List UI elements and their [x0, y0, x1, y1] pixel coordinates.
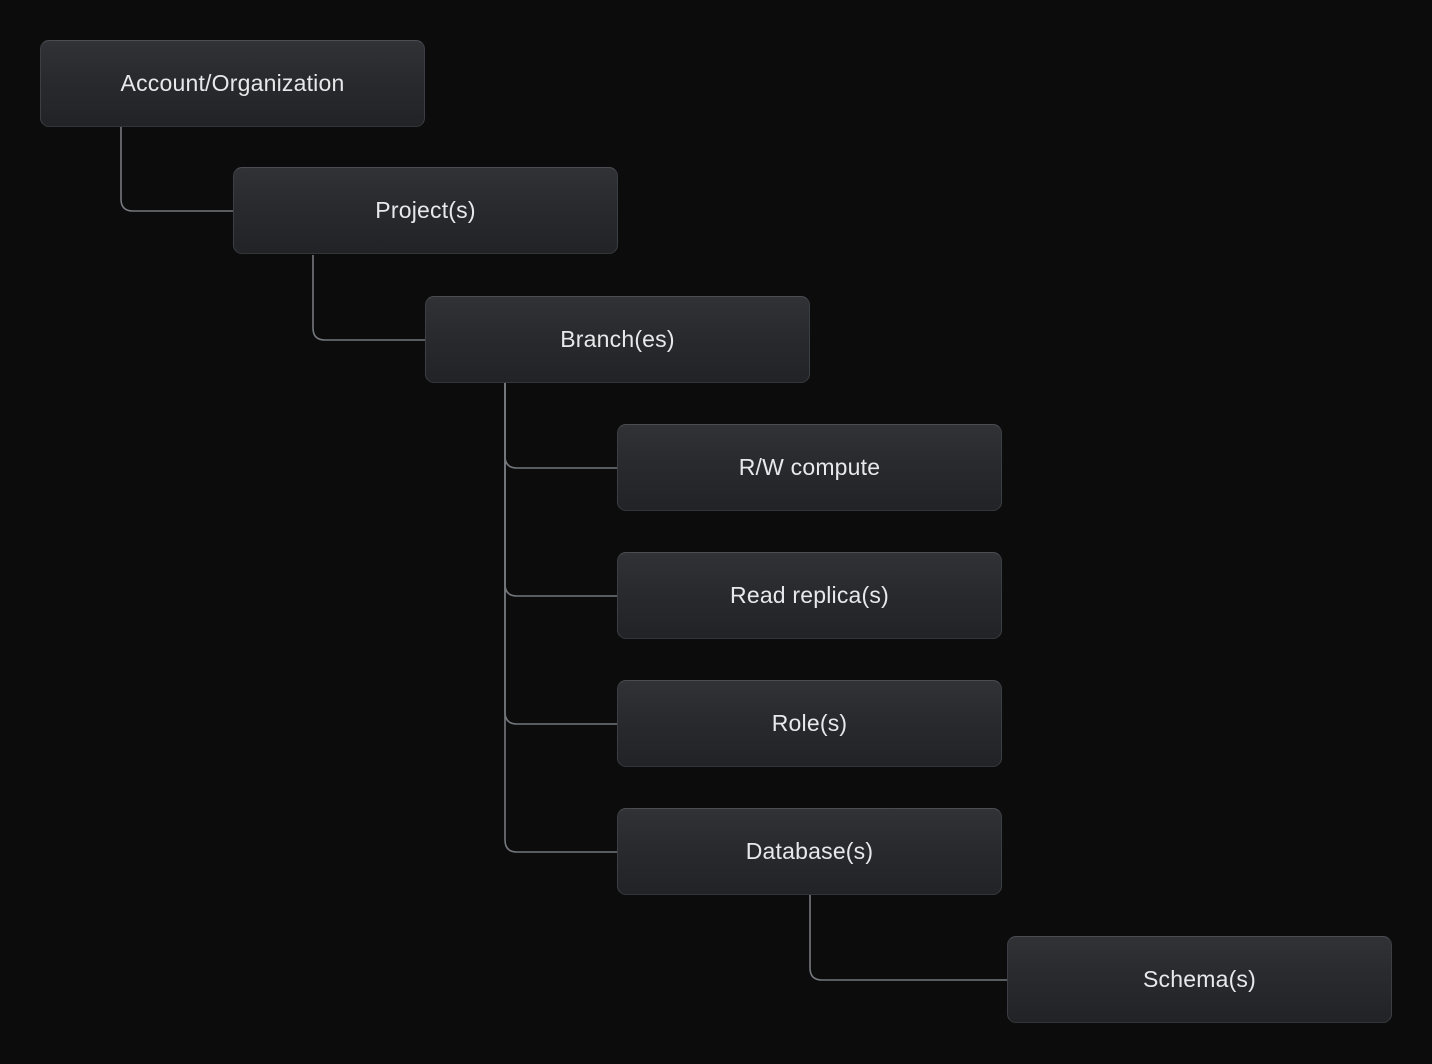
node-branches: Branch(es) [425, 296, 810, 383]
node-label: R/W compute [738, 454, 881, 480]
node-label: Read replica(s) [730, 582, 889, 608]
connector-branches-to-databases [504, 383, 617, 853]
node-label: Database(s) [745, 838, 874, 864]
node-schemas: Schema(s) [1007, 936, 1392, 1023]
node-rw-compute: R/W compute [617, 424, 1002, 511]
node-label: Branch(es) [560, 326, 675, 352]
connector-branches-to-read-replicas [504, 383, 617, 597]
connector-projects-to-branches [312, 255, 425, 341]
node-projects: Project(s) [233, 167, 618, 254]
node-label: Account/Organization [120, 70, 345, 96]
node-databases: Database(s) [617, 808, 1002, 895]
node-read-replicas: Read replica(s) [617, 552, 1002, 639]
node-label: Schema(s) [1143, 966, 1256, 992]
connector-branches-to-rw-compute [504, 383, 617, 469]
connector-account-to-projects [120, 127, 233, 212]
node-label: Project(s) [375, 197, 476, 223]
connector-branches-to-roles [504, 383, 617, 725]
node-roles: Role(s) [617, 680, 1002, 767]
node-account-organization: Account/Organization [40, 40, 425, 127]
connector-databases-to-schemas [809, 895, 1007, 981]
node-label: Role(s) [771, 710, 848, 736]
